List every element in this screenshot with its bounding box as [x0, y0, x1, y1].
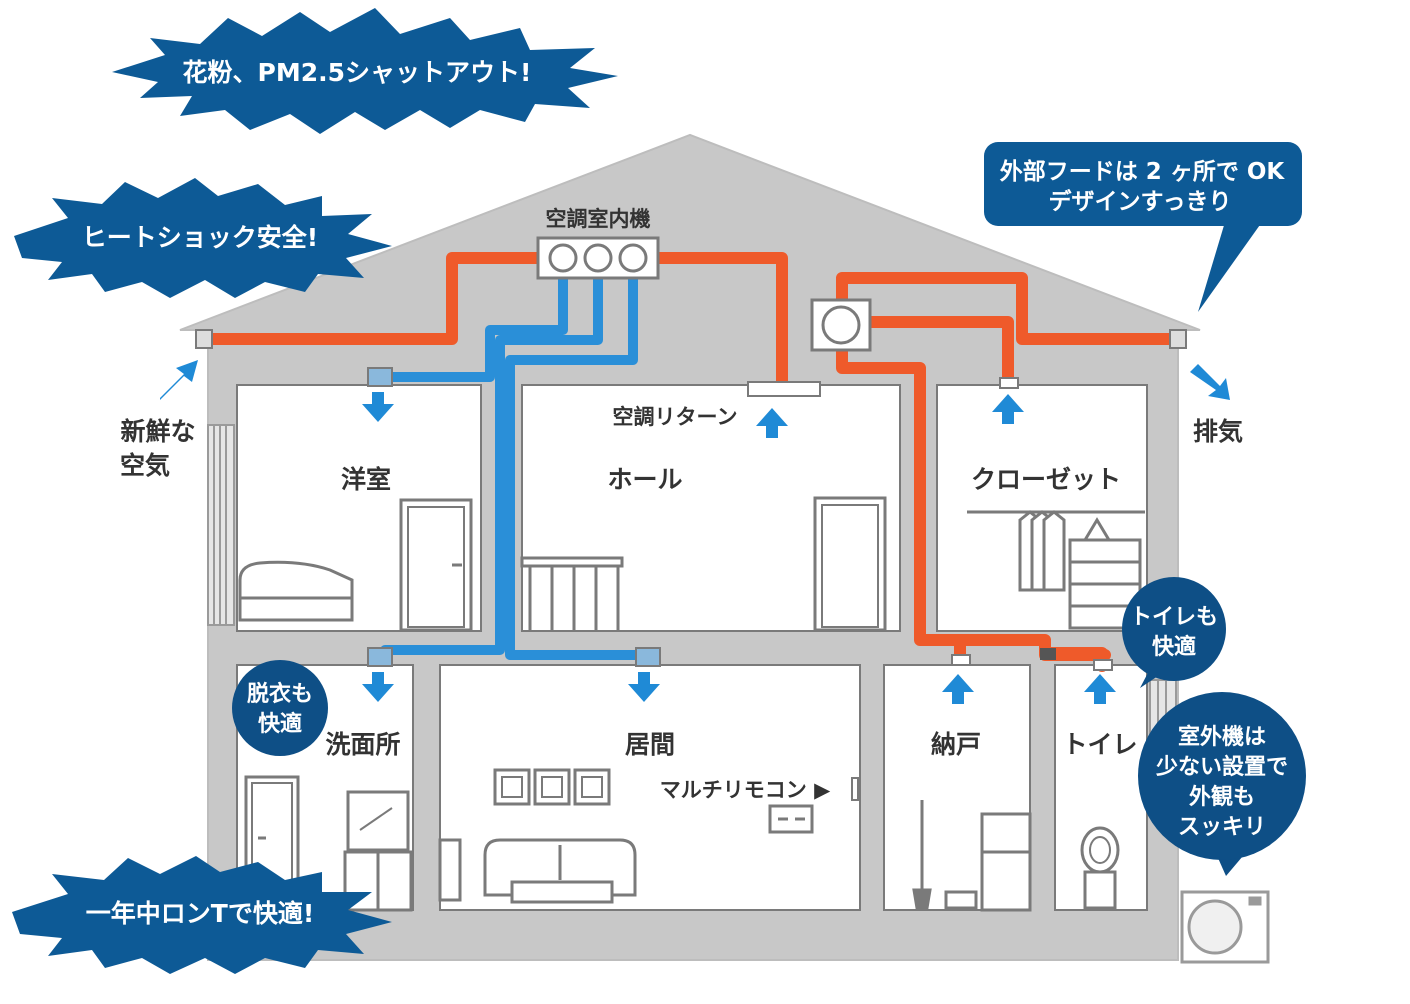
badge-outdoor-line2: 少ない設置で	[1155, 754, 1288, 780]
exhaust-label: 排気	[1193, 417, 1243, 446]
badge-toilet-line1: トイレも	[1130, 605, 1218, 630]
left-slats	[207, 424, 235, 626]
badge-outdoor: 室外機は 少ない設置で 外観も スッキリ	[1138, 692, 1306, 876]
return-label: 空調リターン	[613, 405, 738, 429]
hood-callout: 外部フードは 2 ヶ所で OK デザインすっきり	[984, 142, 1302, 312]
down-arrow-living	[628, 672, 660, 702]
badge-undress: 脱衣も 快適	[232, 660, 328, 756]
cool-ducts	[380, 267, 653, 660]
exhaust-arrow	[1190, 364, 1230, 400]
closet-rail-icon	[967, 510, 1145, 630]
room-living-label: 居間	[625, 730, 675, 759]
badge-outdoor-line4: スッキリ	[1178, 815, 1266, 840]
door-icon	[399, 498, 473, 632]
room-washroom-label: 洗面所	[325, 730, 400, 759]
burst-heatshock-text: ヒートショック安全!	[82, 223, 318, 252]
room-hall-label: ホール	[607, 465, 682, 494]
burst-tshirt: 一年中ロンTで快適!	[12, 856, 392, 974]
up-arrow-return	[756, 408, 788, 438]
bed-icon	[238, 560, 354, 622]
burst-tshirt-text: 一年中ロンTで快適!	[86, 899, 314, 928]
badge-undress-line2: 快適	[258, 711, 302, 737]
room-storage-label: 納戸	[931, 730, 981, 759]
fridge-icon	[980, 812, 1032, 912]
fresh-air-label-2: 空気	[120, 451, 170, 480]
up-arrow-toilet	[1084, 674, 1116, 704]
fresh-air-label-1: 新鮮な	[120, 417, 195, 446]
burst-pollen-text: 花粉、PM2.5シャットアウト!	[183, 58, 532, 87]
up-arrow-closet	[992, 394, 1024, 424]
badge-toilet-line2: 快適	[1152, 634, 1196, 660]
badge-undress-line1: 脱衣も	[247, 681, 313, 707]
broom-icon	[912, 800, 978, 910]
multi-remote-label: マルチリモコン ▶	[660, 778, 831, 802]
airflow-arrows	[160, 360, 1230, 704]
room-toilet-label: トイレ	[1062, 730, 1137, 759]
burst-pollen: 花粉、PM2.5シャットアウト!	[112, 8, 618, 134]
toilet-icon	[1080, 826, 1120, 910]
room-closet-label: クローゼット	[971, 465, 1121, 494]
ventilation-unit	[810, 298, 1056, 660]
up-arrow-storage	[942, 674, 974, 704]
down-arrow-washroom	[362, 672, 394, 702]
picture-frames-icon	[493, 768, 611, 806]
outdoor-unit-icon	[1180, 890, 1270, 964]
indoor-unit-label: 空調室内機	[546, 207, 651, 231]
down-arrow-western	[362, 392, 394, 422]
badge-outdoor-line1: 室外機は	[1178, 724, 1266, 750]
badge-toilet: トイレも 快適	[1122, 577, 1226, 688]
hood-callout-line1: 外部フードは 2 ヶ所で OK	[1000, 158, 1286, 185]
room-western-label: 洋室	[341, 465, 391, 494]
hood-callout-line2: デザインすっきり	[1048, 188, 1231, 215]
sofa-icon	[438, 838, 637, 904]
hall-door-icon	[813, 496, 887, 632]
badge-outdoor-line3: 外観も	[1189, 784, 1255, 810]
railing-icon	[520, 556, 624, 630]
burst-heatshock: ヒートショック安全!	[14, 178, 392, 298]
fresh-air-arrow	[160, 360, 198, 400]
indoor-unit	[536, 236, 660, 280]
remote-control-icon	[768, 777, 859, 834]
vents	[195, 329, 1187, 671]
